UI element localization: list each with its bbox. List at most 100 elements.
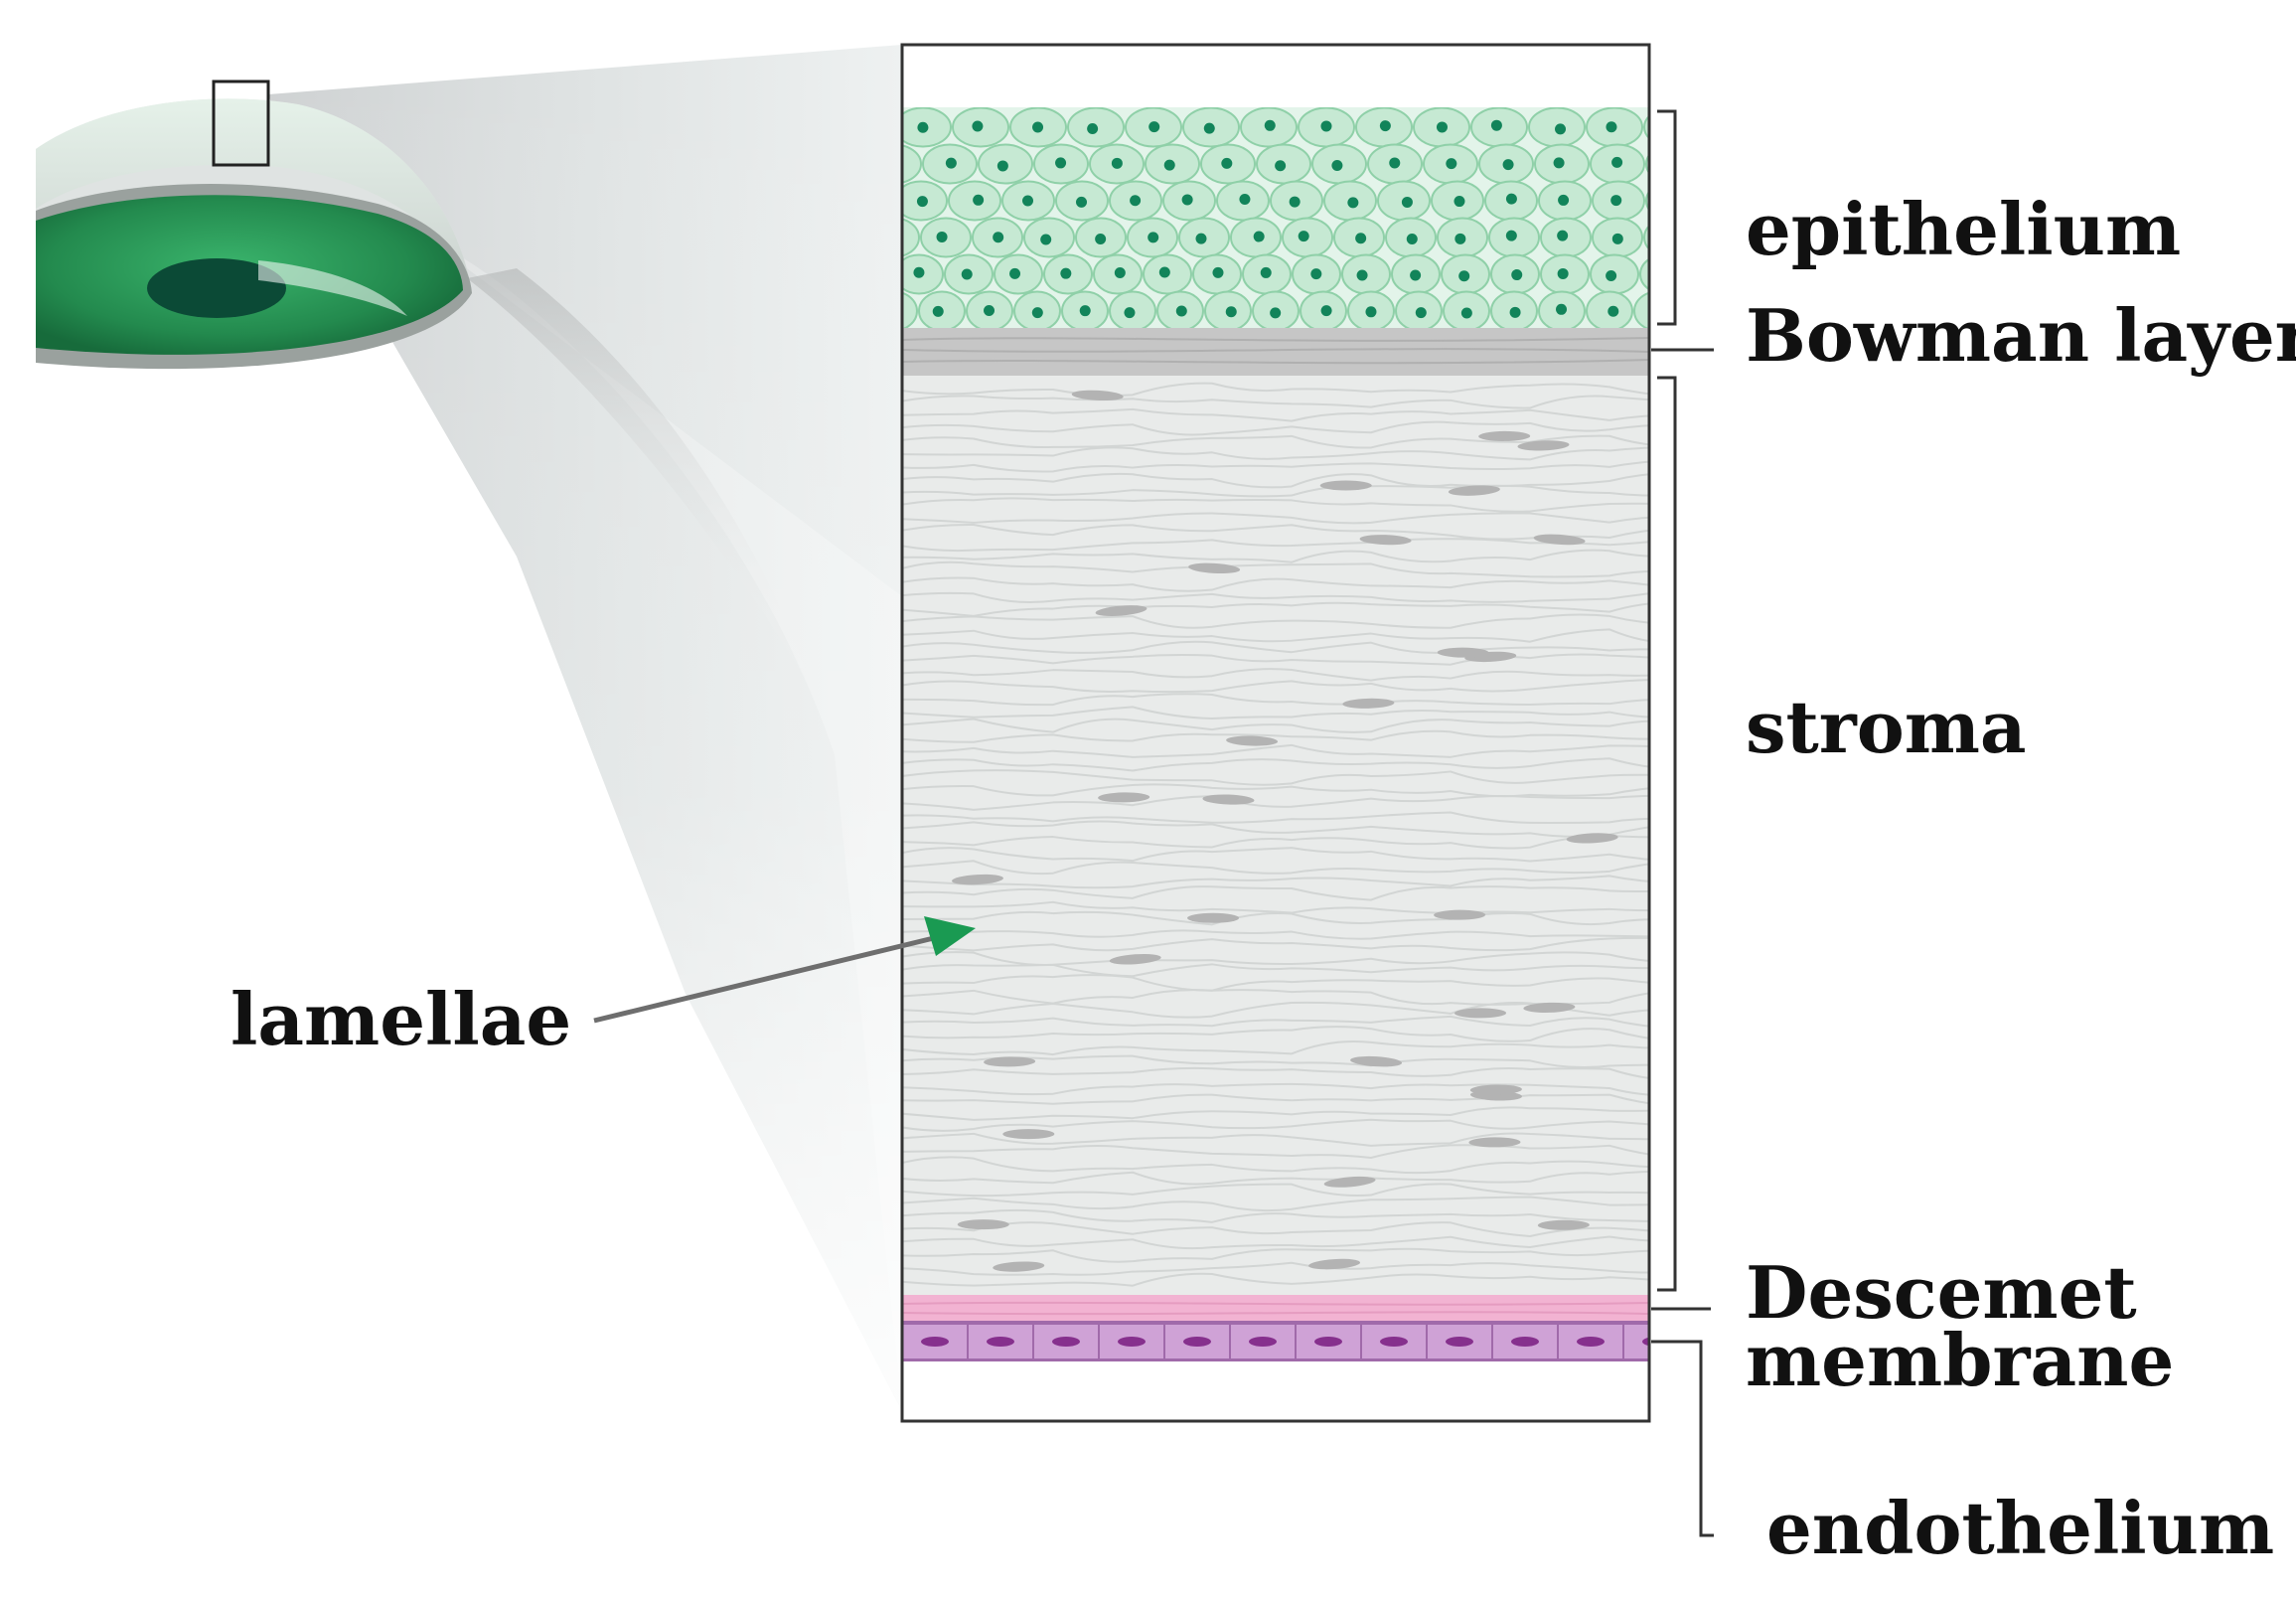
- cell-nucleus: [1454, 233, 1466, 244]
- cell-nucleus: [1239, 194, 1251, 206]
- keratocyte: [1454, 1008, 1507, 1019]
- endothelium-layer: [901, 1321, 1650, 1362]
- cell-nucleus: [1555, 123, 1567, 135]
- stroma-fibre: [902, 512, 1649, 525]
- keratocyte: [1448, 485, 1500, 496]
- stroma-fibre: [902, 668, 1649, 682]
- keratocyte: [1002, 1129, 1055, 1140]
- cell-nucleus: [1320, 305, 1332, 317]
- stroma-fibre: [902, 1235, 1649, 1250]
- cell-nucleus: [1611, 156, 1623, 168]
- cell-nucleus: [1060, 267, 1072, 279]
- stroma-fibre: [902, 963, 1649, 978]
- cell-nucleus: [1558, 194, 1570, 206]
- cell-nucleus: [996, 160, 1008, 172]
- stroma-fibre: [902, 693, 1649, 707]
- bowman-layer: [901, 328, 1650, 376]
- cell-nucleus: [1221, 157, 1233, 169]
- epithelial-cell: [1645, 153, 1649, 175]
- stroma-fibre: [902, 420, 1649, 436]
- callout-arrow-icon: [593, 916, 976, 1024]
- cell-nucleus: [1365, 306, 1377, 318]
- cell-nucleus: [1260, 266, 1272, 278]
- stroma-layer: [902, 376, 1649, 1295]
- magnify-wedge-icon: [268, 45, 902, 1411]
- stroma-fibre: [902, 1247, 1649, 1263]
- keratocyte: [952, 874, 1003, 885]
- cell-nucleus: [1553, 157, 1565, 169]
- cell-nucleus: [1347, 197, 1359, 209]
- cell-nucleus: [913, 266, 925, 278]
- cell-nucleus: [1195, 233, 1207, 244]
- stroma-fibre: [902, 1106, 1649, 1121]
- stroma-fibre: [902, 640, 1649, 654]
- label-stroma: stroma: [1746, 685, 2027, 769]
- stroma-fibre: [902, 706, 1649, 719]
- cell-nucleus: [1610, 195, 1622, 207]
- epithelial-cell: [1643, 114, 1649, 140]
- stroma-fibre: [902, 1039, 1649, 1056]
- stroma-fibre: [902, 1261, 1649, 1276]
- cell-nucleus: [917, 121, 929, 133]
- cell-nucleus: [1225, 306, 1237, 318]
- epithelial-cell: [1639, 257, 1649, 291]
- cell-nucleus: [1148, 232, 1159, 243]
- stroma-fibre: [902, 860, 1649, 876]
- keratocyte: [1537, 1219, 1590, 1230]
- stroma-bracket: [1657, 376, 1677, 1292]
- stroma-fibre: [902, 1156, 1649, 1175]
- cell-nucleus: [1055, 157, 1067, 169]
- cell-nucleus: [984, 305, 995, 317]
- keratocyte: [1523, 1002, 1576, 1013]
- stroma-fibre: [902, 382, 1649, 397]
- stroma-fibre: [902, 395, 1649, 409]
- cell-nucleus: [1111, 157, 1123, 169]
- cell-nucleus: [1606, 121, 1617, 133]
- cell-nucleus: [1505, 193, 1517, 205]
- stroma-fibre: [902, 407, 1649, 422]
- label-endothelium: endothelium: [1766, 1486, 2275, 1570]
- cell-nucleus: [1380, 1337, 1408, 1347]
- cell-nucleus: [1009, 267, 1021, 279]
- cell-nucleus: [1436, 121, 1448, 133]
- stroma-fibre: [902, 811, 1649, 824]
- cell-nucleus: [1505, 230, 1517, 241]
- keratocyte: [1308, 1258, 1360, 1270]
- cell-nucleus: [1163, 159, 1175, 171]
- cell-nucleus: [1181, 194, 1193, 206]
- cell-nucleus: [1264, 119, 1276, 131]
- keratocyte: [1350, 1055, 1403, 1067]
- stroma-fibre: [902, 885, 1649, 901]
- epithelium-bracket: [1657, 109, 1677, 326]
- cell-nucleus: [1664, 158, 1675, 169]
- cell-nucleus: [1022, 195, 1034, 207]
- cell-nucleus: [1203, 122, 1215, 134]
- cell-nucleus: [1158, 266, 1170, 278]
- cell-nucleus: [1458, 270, 1470, 282]
- epithelial-cell: [1643, 224, 1649, 251]
- keratocyte: [1468, 1137, 1521, 1148]
- keratocyte: [1323, 1176, 1376, 1188]
- label-descemet-line2: membrane: [1746, 1318, 2175, 1402]
- cell-nucleus: [1454, 196, 1465, 208]
- cell-nucleus: [1249, 1337, 1277, 1347]
- cell-nucleus: [1611, 233, 1623, 244]
- stroma-fibre: [902, 1118, 1649, 1132]
- cell-nucleus: [1446, 158, 1457, 170]
- stroma-fibre: [902, 1196, 1649, 1212]
- cell-nucleus: [1502, 159, 1514, 171]
- stroma-fibre: [902, 834, 1649, 850]
- cell-nucleus: [1557, 267, 1569, 279]
- cell-nucleus: [1556, 303, 1568, 315]
- stroma-fibre: [902, 1093, 1649, 1105]
- cell-nucleus: [1355, 233, 1367, 244]
- stroma-fibre: [902, 936, 1649, 952]
- stroma-fibre: [902, 1272, 1649, 1287]
- cell-nucleus: [1511, 269, 1523, 281]
- stroma-fibre: [902, 1221, 1649, 1237]
- stroma-fibre: [902, 951, 1649, 966]
- eye-illustration-icon: [36, 80, 815, 696]
- stroma-fibre: [902, 549, 1649, 563]
